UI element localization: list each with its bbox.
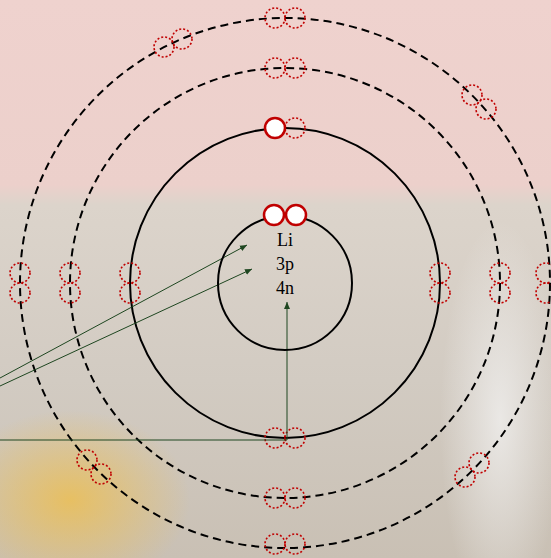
atom-label: 4n [276,276,294,300]
nucleus-text: Li3p4n [276,228,294,300]
nucleus-circle: Li3p4n [217,215,353,351]
electron [264,205,284,225]
electron [286,205,306,225]
electron [265,118,285,138]
atom-label: 3p [276,252,294,276]
inner-shell-ring [218,216,352,350]
empty-shell-ring [70,68,500,498]
leader-lines [0,245,287,440]
empty-shell-ring [20,18,550,548]
electron-shells [20,18,550,548]
empty-electron-slots [10,8,551,554]
atom-label: Li [276,228,294,252]
